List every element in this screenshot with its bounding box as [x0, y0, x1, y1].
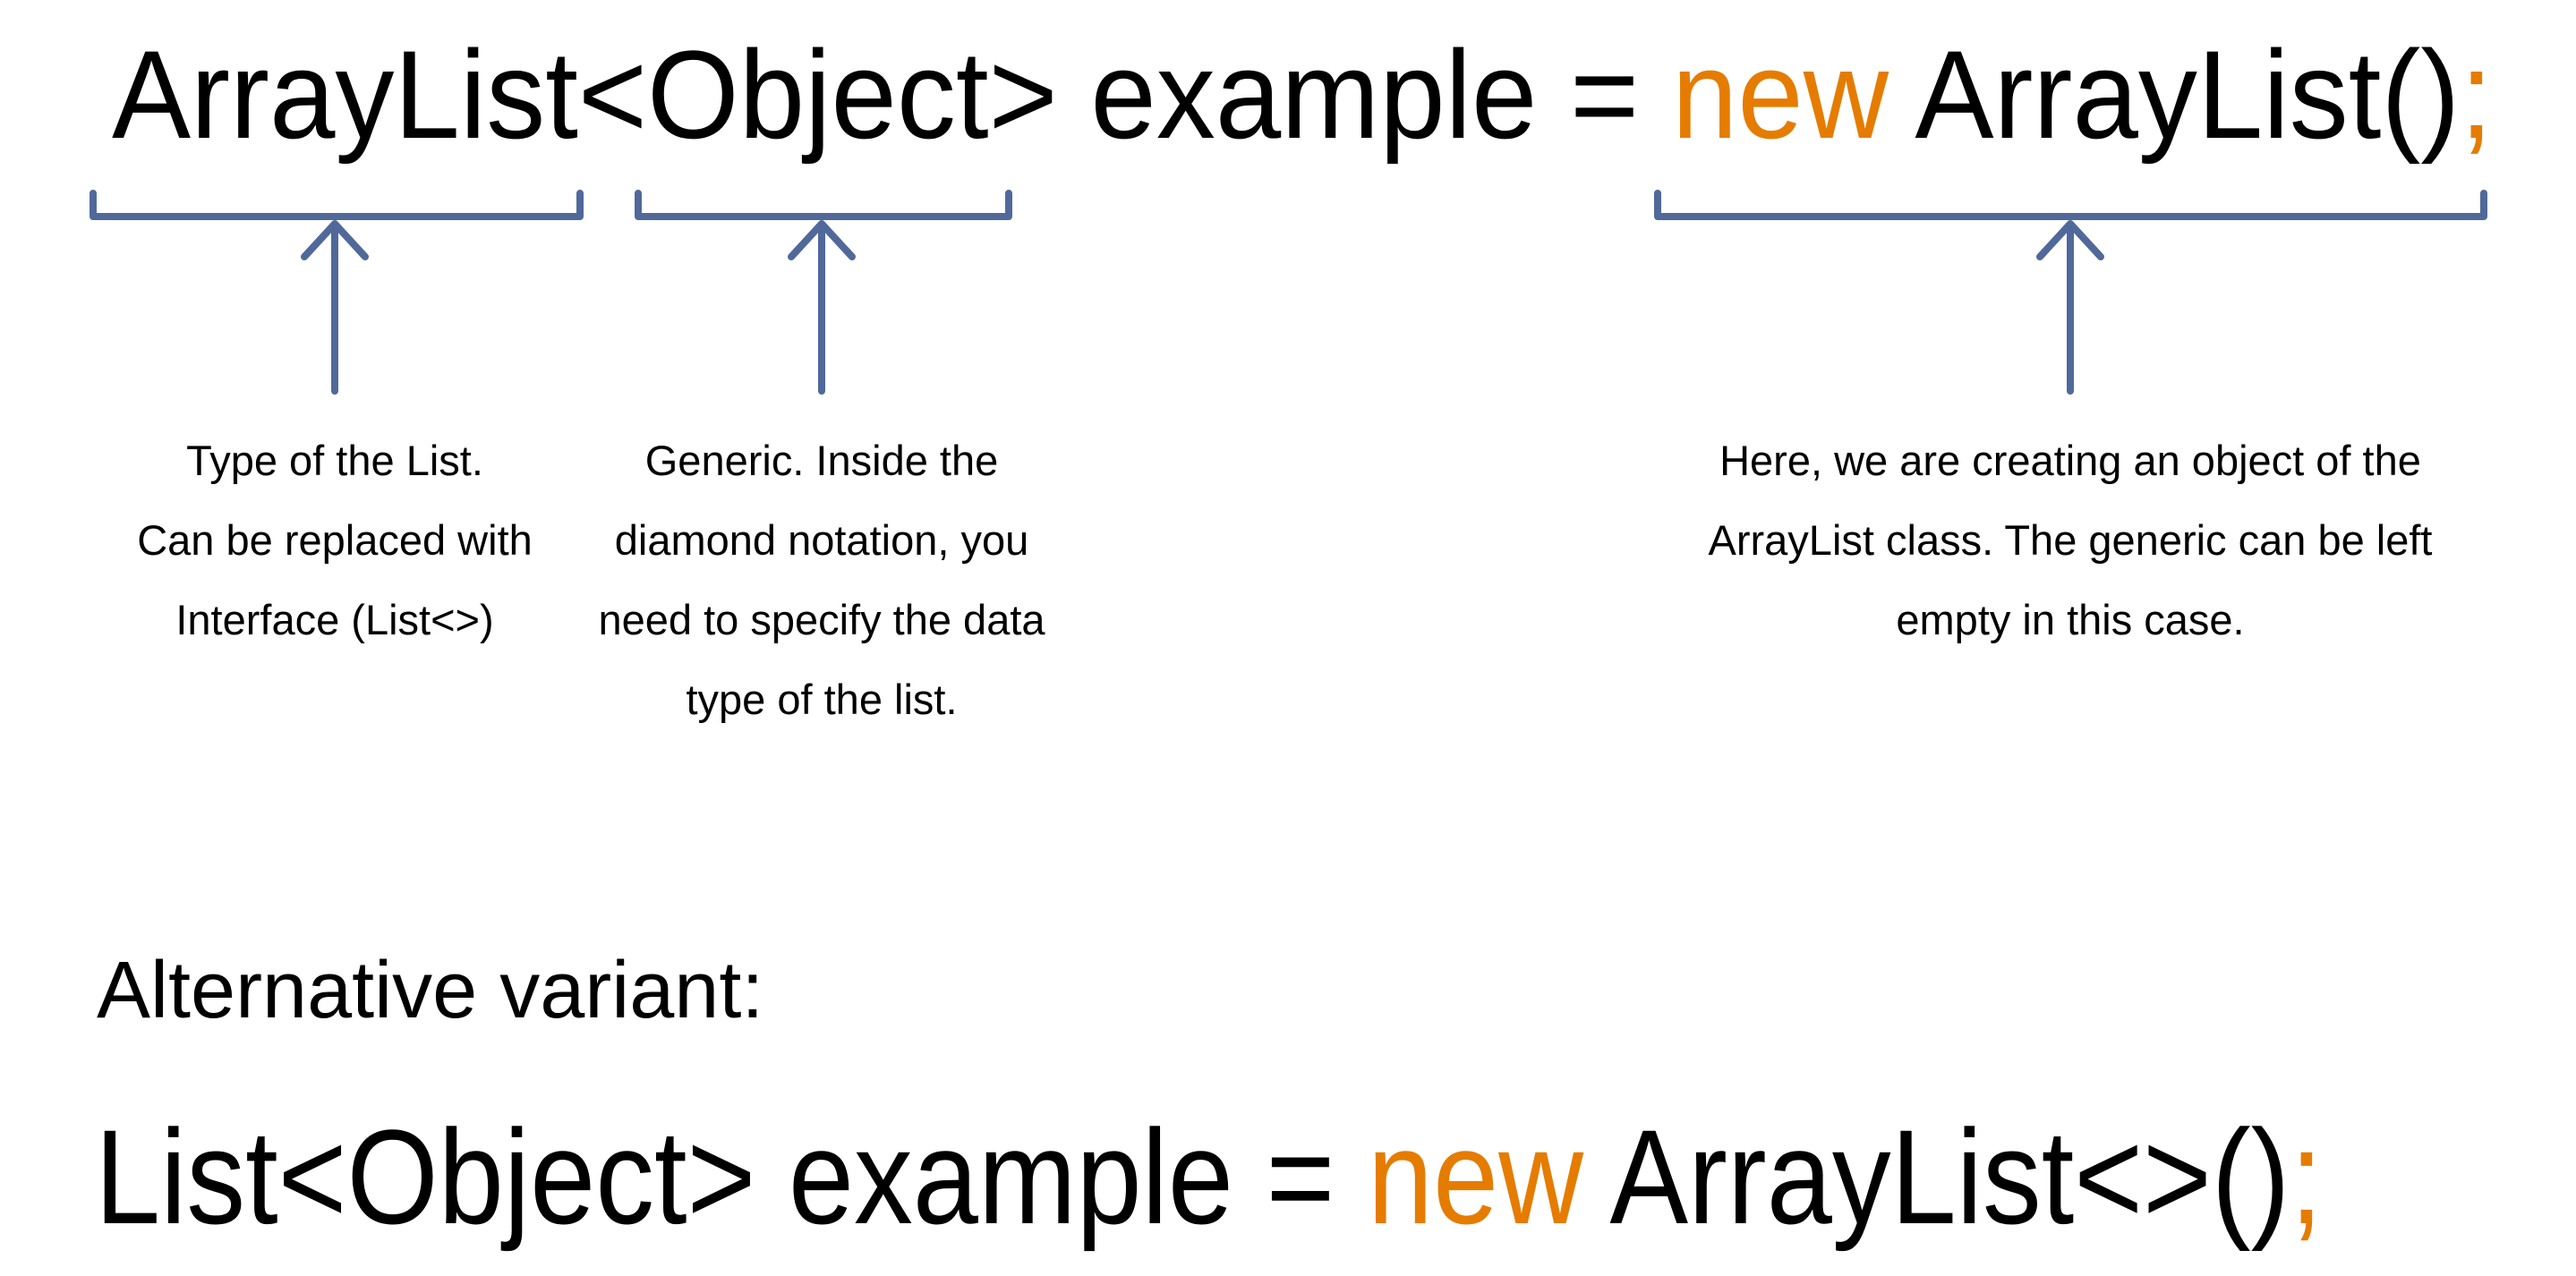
space: [1583, 1102, 1609, 1252]
arrow-up-icon: [788, 220, 856, 395]
annotation-line: Can be replaced with: [137, 516, 533, 564]
annotation-line: ArrayList class. The generic can be left: [1708, 516, 2433, 564]
arrow-up-icon: [301, 220, 369, 395]
annotation-type: Type of the List. Can be replaced with I…: [111, 421, 559, 659]
new-keyword: new: [1671, 24, 1889, 165]
semicolon: ;: [2460, 24, 2493, 165]
new-keyword: new: [1367, 1102, 1584, 1252]
declaration-text: ArrayList<Object> example =: [112, 24, 1672, 165]
main-statement: ArrayList<Object> example = new ArrayLis…: [112, 32, 2493, 157]
annotation-line: Here, we are creating an object of the: [1719, 437, 2421, 484]
bracket-constructor: [1654, 190, 2487, 220]
annotation-line: diamond notation, you: [614, 516, 1029, 564]
annotation-line: Interface (List<>): [175, 596, 494, 643]
space: [1889, 24, 1915, 165]
annotation-generic: Generic. Inside the diamond notation, yo…: [553, 421, 1090, 739]
constructor-text: ArrayList(): [1915, 24, 2461, 165]
constructor-text: ArrayList<>(): [1609, 1102, 2290, 1252]
alternative-statement: List<Object> example = new ArrayList<>()…: [95, 1110, 2323, 1244]
bracket-type: [90, 190, 584, 220]
semicolon: ;: [2290, 1102, 2323, 1252]
annotation-line: empty in this case.: [1896, 596, 2245, 643]
annotation-line: type of the list.: [686, 676, 958, 723]
alternative-heading: Alternative variant:: [97, 946, 764, 1035]
annotation-constructor: Here, we are creating an object of the A…: [1632, 421, 2509, 659]
annotation-line: Generic. Inside the: [644, 437, 999, 484]
annotation-line: Type of the List.: [186, 437, 483, 484]
annotation-line: need to specify the data: [598, 596, 1045, 643]
declaration-text: List<Object> example =: [95, 1102, 1368, 1252]
arrow-up-icon: [2036, 220, 2104, 395]
bracket-generic: [635, 190, 1012, 220]
